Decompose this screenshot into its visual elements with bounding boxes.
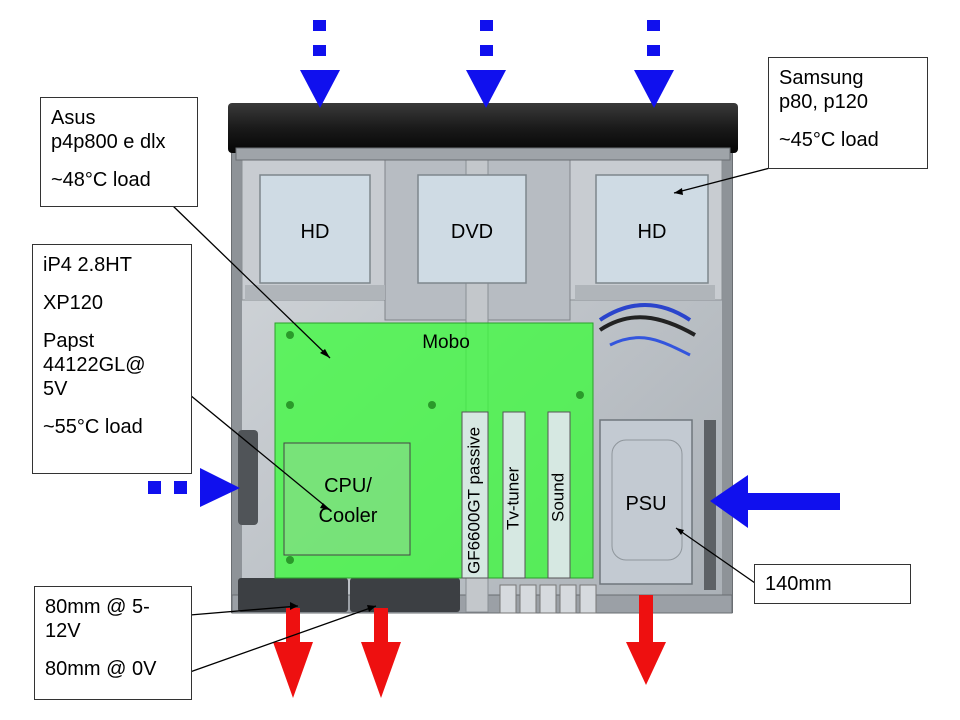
exhaust-arrow-rear-fan-1: [273, 608, 313, 698]
callout-cpu-line1: iP4 2.8HT: [43, 254, 132, 276]
callout-hard-drives-line3: ~45°C load: [779, 129, 879, 151]
side-intake-arrow-right: [710, 475, 840, 528]
motherboard-label: Mobo: [422, 332, 470, 353]
top-intake-arrow-left: [300, 20, 340, 108]
hard-drive-right: HD: [595, 174, 709, 284]
dvd-drive: DVD: [417, 174, 527, 284]
power-supply-label: PSU: [625, 493, 666, 515]
callout-psu-fan-line1: 140mm: [765, 573, 832, 595]
tv-tuner-card: Tv-tuner: [502, 411, 526, 579]
top-intake-arrow-right: [634, 20, 674, 108]
sound-card-label: Sound: [548, 473, 567, 522]
exhaust-arrow-rear-fan-2: [361, 608, 401, 698]
power-supply: PSU: [599, 419, 693, 585]
leader-lines: [171, 167, 771, 673]
side-intake-arrow-left: [148, 468, 240, 507]
top-intake-arrow-center: [466, 20, 506, 108]
graphics-card-label: GF6600GT passive: [464, 427, 483, 574]
front-bezel: [228, 103, 738, 161]
hard-drive-left: HD: [259, 174, 371, 284]
cpu-cooler-label-line1: CPU/: [324, 475, 372, 497]
callout-rear-fans-line3: 80mm @ 0V: [45, 658, 157, 680]
tv-tuner-card-label: Tv-tuner: [503, 466, 522, 530]
graphics-card: GF6600GT passive: [461, 411, 489, 579]
hard-drive-right-label: HD: [638, 221, 667, 243]
hard-drive-left-label: HD: [301, 221, 330, 243]
callout-cpu-line2: XP120: [43, 292, 104, 314]
dvd-drive-label: DVD: [451, 221, 493, 243]
callout-psu-fan: 140mm: [754, 564, 911, 604]
exhaust-arrow-psu: [626, 595, 666, 685]
sound-card: Sound: [547, 411, 571, 579]
cpu-cooler: CPU/ Cooler: [283, 442, 411, 556]
cpu-cooler-label-line2: Cooler: [319, 505, 378, 527]
callout-motherboard-line3: ~48°C load: [51, 169, 151, 191]
callout-cpu-line6: ~55°C load: [43, 416, 143, 438]
leader-arrowheads: [290, 188, 684, 612]
callout-rear-fans-line1: 80mm @ 5-12V: [45, 596, 150, 642]
callout-rear-fans: 80mm @ 5-12V 80mm @ 0V: [34, 586, 192, 700]
